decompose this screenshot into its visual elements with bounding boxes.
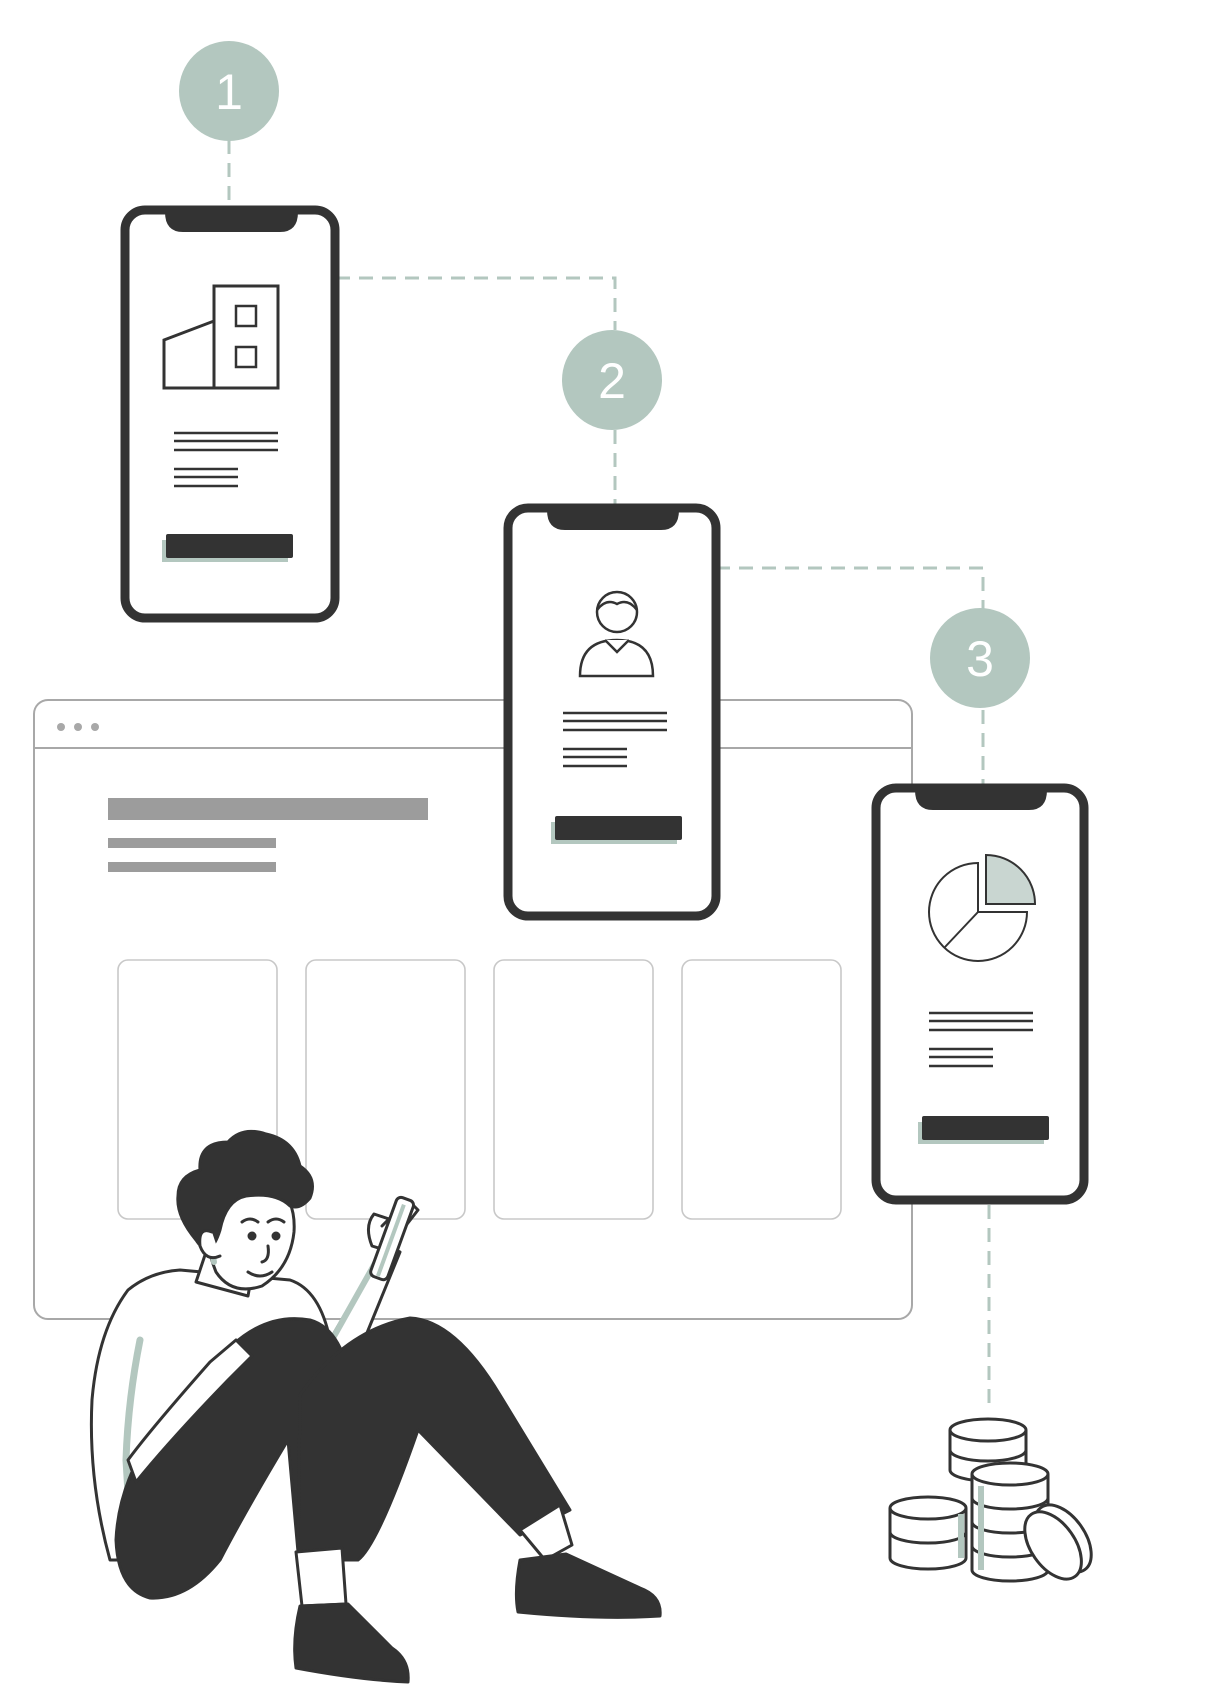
browser-card [493,959,654,1220]
hand-phone-icon [369,1195,416,1282]
phone-step-1 [120,205,340,623]
pie-chart-icon [928,853,1037,962]
svg-text:2: 2 [598,353,626,409]
step-badge-2: 2 [562,330,662,430]
step-badge-1: 1 [179,41,279,141]
cta-bar [555,816,682,840]
cta-bar [922,1116,1049,1140]
user-profile-icon [578,590,655,678]
svg-text:3: 3 [966,631,994,687]
building-icon [162,284,280,390]
person-with-phone-illustration [89,1129,662,1684]
text-lines [929,1011,1033,1068]
text-lines [563,711,667,768]
window-dots [57,723,99,731]
coin-stack-icon [888,1417,1093,1583]
browser-window [33,699,913,1320]
step-connectors [227,140,991,1410]
browser-card [681,959,842,1220]
phone-step-2 [503,503,721,921]
browser-headline-bar [108,798,428,820]
phone-step-3 [871,783,1089,1205]
step-badge-3: 3 [930,608,1030,708]
svg-text:1: 1 [215,64,243,120]
text-lines [174,431,278,488]
browser-subline-bar [108,838,276,848]
cta-bar [166,534,293,558]
browser-subline-bar [108,862,276,872]
